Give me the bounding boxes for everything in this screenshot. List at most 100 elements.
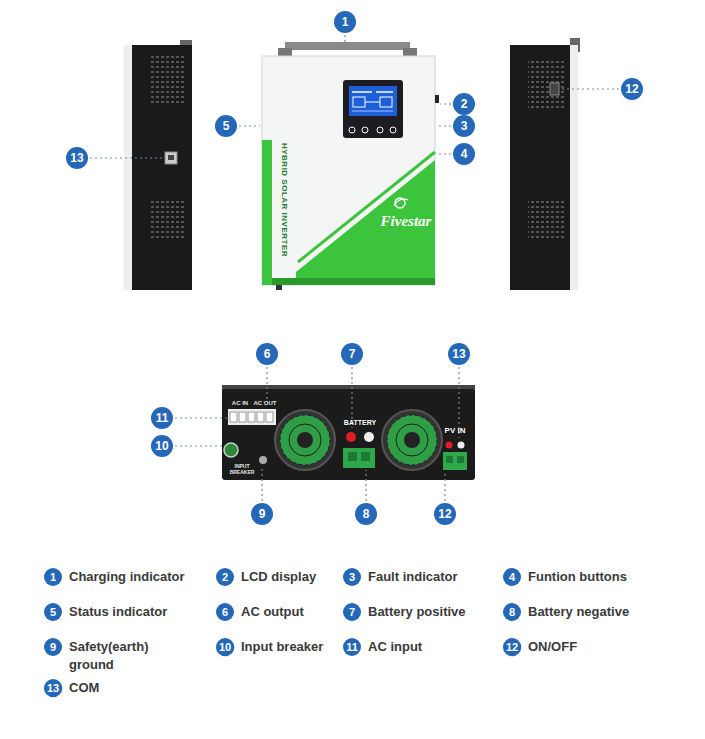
callout-number-text: 5 <box>50 607 56 618</box>
callout-number: 12 <box>434 503 456 525</box>
legend-text: Battery negative <box>528 605 629 620</box>
callout-number: 4 <box>453 143 475 165</box>
callout-number: 3 <box>453 115 475 137</box>
callout-number-text: 7 <box>349 348 356 360</box>
callout-number: 6 <box>216 603 234 621</box>
callout-number: 12 <box>621 78 643 100</box>
product-print: HYBRID SOLAR INVERTER <box>279 143 288 257</box>
callout-number: 9 <box>44 638 62 656</box>
callout-number: 13 <box>448 343 470 365</box>
callout-number: 7 <box>343 603 361 621</box>
callout-circle-fill <box>343 638 361 656</box>
callout-circle-fill <box>44 603 62 621</box>
callout-number-text: 12 <box>625 83 638 95</box>
bottom-view <box>222 385 475 480</box>
callout-number-text: 4 <box>509 572 515 583</box>
callout-number-text: 1 <box>50 572 56 583</box>
callout-circle-fill <box>256 343 278 365</box>
callout-number-text: 4 <box>461 148 468 160</box>
callout-circle-fill <box>44 568 62 586</box>
callout-number-text: 3 <box>349 572 355 583</box>
legend-text: LCD display <box>241 570 316 585</box>
legend-text: AC input <box>368 640 422 655</box>
callout-circle-fill <box>434 503 456 525</box>
callout-number: 7 <box>341 343 363 365</box>
callout-number: 10 <box>216 638 234 656</box>
callout-circle-fill <box>503 638 521 656</box>
callout-circle-fill <box>621 78 643 100</box>
callout-number: 12 <box>503 638 521 656</box>
callout-number: 2 <box>453 93 475 115</box>
callout-number: 5 <box>44 603 62 621</box>
callout-circle-fill <box>453 143 475 165</box>
front-view <box>262 42 439 290</box>
callout-number: 1 <box>334 11 356 33</box>
brand-logo: Fivestar <box>381 213 432 230</box>
callout-circle-fill <box>343 603 361 621</box>
callout-circle-fill <box>44 679 62 697</box>
callout-number: 11 <box>151 407 173 429</box>
callout-number-text: 8 <box>363 508 370 520</box>
callout-number: 8 <box>503 603 521 621</box>
callout-circle-fill <box>151 435 173 457</box>
port-label: AC IN <box>232 400 248 407</box>
right-side-view <box>510 38 580 290</box>
legend-text: Input breaker <box>241 640 323 655</box>
leader-lines <box>90 35 619 501</box>
callout-circle-fill <box>216 603 234 621</box>
legend-text: Charging indicator <box>69 570 185 585</box>
legend-text: AC output <box>241 605 304 620</box>
callout-number-text: 2 <box>222 572 228 583</box>
port-label: BATTERY <box>344 419 376 427</box>
callout-number-text: 9 <box>259 508 266 520</box>
callout-number-text: 8 <box>509 607 515 618</box>
legend-text: COM <box>69 681 99 696</box>
port-label: AC OUT <box>254 400 277 407</box>
callout-number-text: 5 <box>223 120 230 132</box>
left-side-view <box>124 40 192 290</box>
legend-text: Battery positive <box>368 605 466 620</box>
legend-text: ON/OFF <box>528 640 577 655</box>
callout-number-text: 7 <box>349 607 355 618</box>
callout-number-text: 10 <box>219 642 231 653</box>
callout-number: 3 <box>343 568 361 586</box>
callout-circle-fill <box>66 147 88 169</box>
callout-number-text: 11 <box>156 412 169 424</box>
callout-circle-fill <box>44 638 62 656</box>
callout-number-text: 1 <box>342 16 349 28</box>
callout-number-text: 3 <box>461 120 468 132</box>
callout-number-text: 12 <box>438 508 451 520</box>
callout-number-text: 13 <box>47 683 59 694</box>
callout-circle-fill <box>251 503 273 525</box>
legend-text: Funtion buttons <box>528 570 627 585</box>
callout-circle-fill <box>151 407 173 429</box>
callout-circle-fill <box>216 638 234 656</box>
callout-circle-fill <box>215 115 237 137</box>
callout-number: 11 <box>343 638 361 656</box>
callout-number-text: 13 <box>70 152 83 164</box>
callout-number: 2 <box>216 568 234 586</box>
callout-number: 10 <box>151 435 173 457</box>
legend-text: Safety(earth) ground <box>69 638 179 674</box>
callout-circle-fill <box>503 568 521 586</box>
callout-number: 1 <box>44 568 62 586</box>
callout-number-text: 2 <box>461 98 468 110</box>
callout-circle-fill <box>355 503 377 525</box>
callout-circle-fill <box>343 568 361 586</box>
callout-circle-fill <box>453 115 475 137</box>
callout-circle-fill <box>448 343 470 365</box>
legend-text: Fault indicator <box>368 570 458 585</box>
callout-number-text: 9 <box>50 642 56 653</box>
callout-number-text: 6 <box>222 607 228 618</box>
port-label: INPUT BREAKER <box>227 464 257 476</box>
callout-number: 8 <box>355 503 377 525</box>
callout-number: 9 <box>251 503 273 525</box>
callout-number: 4 <box>503 568 521 586</box>
callout-number: 13 <box>66 147 88 169</box>
callout-circle-fill <box>216 568 234 586</box>
callout-circle-fill <box>453 93 475 115</box>
callout-circle-fill <box>341 343 363 365</box>
port-label: PV IN <box>445 426 466 435</box>
callout-number-text: 12 <box>506 642 518 653</box>
